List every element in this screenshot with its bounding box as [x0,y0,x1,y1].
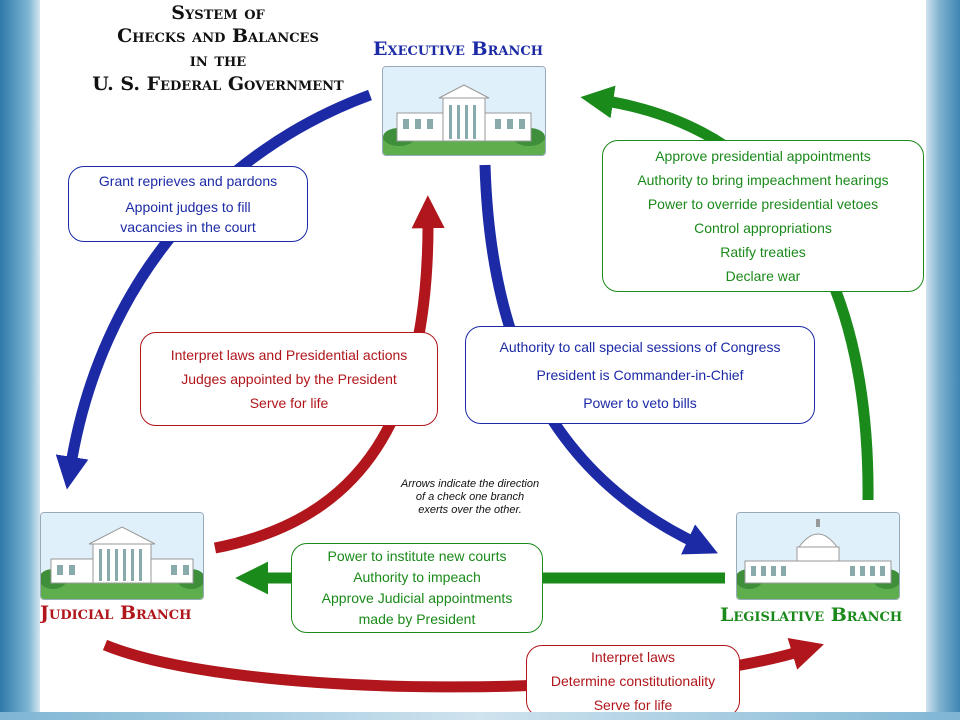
check-text: made by President [358,611,476,627]
title-line-2: Checks and Balances [117,25,319,47]
legislative-branch-label: Legislative Branch [720,604,903,626]
check-text: Determine constitutionality [550,673,716,689]
title-line-1: System of [171,2,265,24]
supreme-court-icon [40,512,204,600]
legislative-on-judicial-checks: Power to institute new courts Authority … [291,543,543,633]
executive-on-legislative-checks: Authority to call special sessions of Co… [465,326,815,424]
executive-branch-label: Executive Branch [373,38,543,60]
check-text: Power to veto bills [583,395,697,411]
diagram-canvas: System of Checks and Balances in the U. … [40,0,926,712]
title-line-3: in the [189,49,247,71]
check-text: Judges appointed by the President [181,371,397,387]
check-text: Declare war [725,268,801,284]
check-text: Serve for life [249,395,329,411]
slide-frame-right [926,0,960,720]
check-text: Interpret laws [590,649,676,665]
check-text: vacancies in the court [120,219,256,235]
check-text: Control appropriations [694,220,832,236]
slide-frame-bottom [0,712,960,720]
check-text: President is Commander-in-Chief [536,367,744,383]
check-text: Authority to call special sessions of Co… [499,339,781,355]
legislative-on-executive-checks: Approve presidential appointments Author… [602,140,924,292]
note-line: of a check one branch [415,491,525,503]
check-text: Approve Judicial appointments [321,590,513,606]
check-text: Authority to impeach [353,569,481,585]
arrow-judicial-to-executive [213,195,445,554]
check-text: Approve presidential appointments [655,148,871,164]
check-text: Power to override presidential vetoes [647,196,879,212]
title-line-4: U. S. Federal Government [92,73,344,95]
check-text: Authority to bring impeachment hearings [637,172,889,188]
diagram-title: System of Checks and Balances in the U. … [68,2,368,96]
note-line: Arrows indicate the direction [400,478,540,490]
check-text: Serve for life [593,697,673,712]
arrow-legend-note: Arrows indicate the direction of a check… [370,478,570,517]
judicial-on-legislative-checks: Interpret laws Determine constitutionali… [526,645,740,712]
executive-on-judicial-checks: Grant reprieves and pardons Appoint judg… [68,166,308,242]
check-text: Ratify treaties [720,244,806,260]
note-line: exerts over the other. [418,504,522,516]
judicial-on-executive-checks: Interpret laws and Presidential actions … [140,332,438,426]
check-text: Power to institute new courts [327,548,507,564]
judicial-branch-label: Judicial Branch [40,602,192,624]
check-text: Grant reprieves and pardons [98,173,278,189]
check-text: Appoint judges to fill [125,199,251,215]
white-house-icon [382,66,546,156]
check-text: Interpret laws and Presidential actions [170,347,408,363]
capitol-icon [736,512,900,600]
